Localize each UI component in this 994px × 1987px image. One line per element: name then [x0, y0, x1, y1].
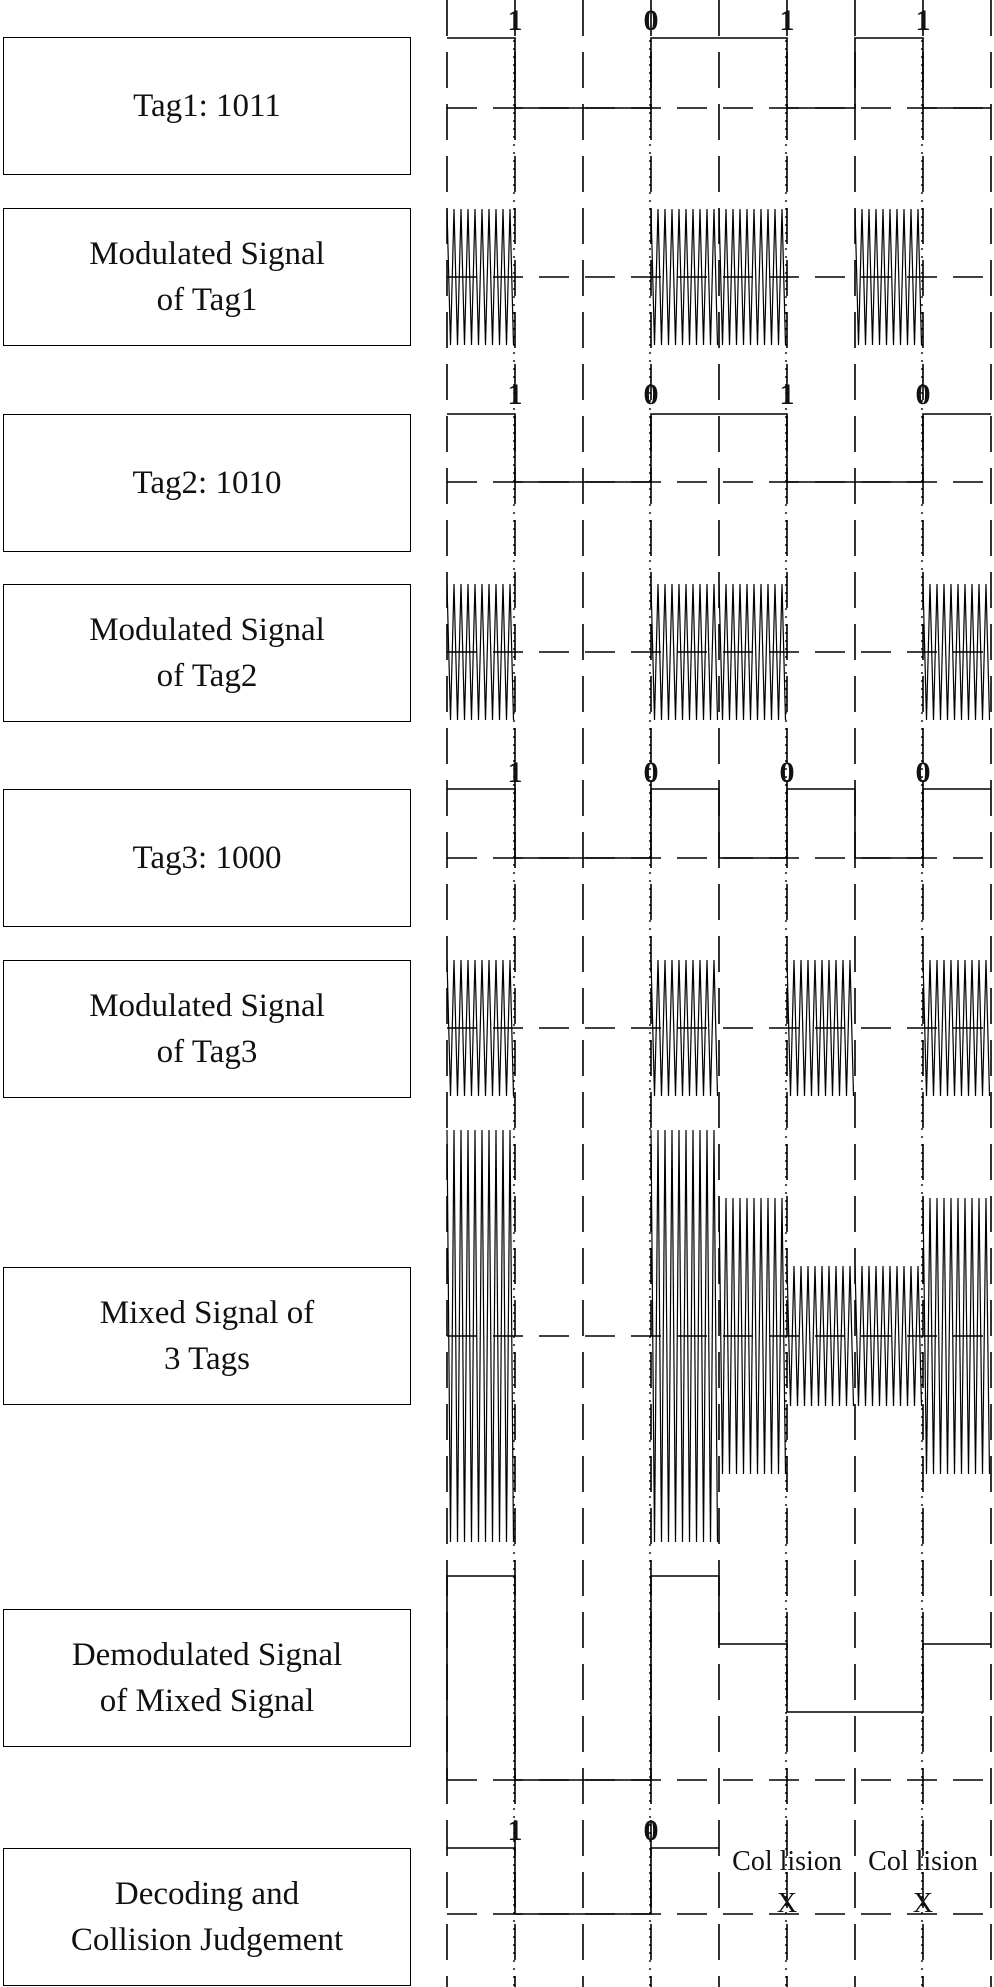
decoded-bit-label-0: 1 [508, 1814, 523, 1847]
label-modulated-tag2: Modulated Signal of Tag2 [89, 612, 325, 694]
collision-mark-0: X [777, 1888, 797, 1919]
bit-label-tag2-1: 0 [644, 378, 659, 411]
bit-label-tag1-0: 1 [508, 4, 523, 37]
carrier-burst-2-0 [446, 959, 515, 1097]
label-box-modulated-tag1: Modulated Signal of Tag1 [3, 208, 411, 346]
label-box-mixed-signal: Mixed Signal of 3 Tags [3, 1267, 411, 1405]
mixed-burst-7 [922, 1197, 991, 1475]
carrier-burst-0-1 [650, 208, 719, 346]
collision-label-1: Col lision [868, 1846, 978, 1877]
label-tag3: Tag3: 1000 [132, 840, 282, 876]
decoded-bit-label-1: 0 [644, 1814, 659, 1847]
mixed-burst-6 [854, 1265, 923, 1407]
bit-label-tag1-2: 1 [780, 4, 795, 37]
bit-label-tag3-3: 0 [916, 756, 931, 789]
carrier-burst-0-3 [854, 208, 923, 346]
label-box-modulated-tag3: Modulated Signal of Tag3 [3, 960, 411, 1098]
label-tag1: Tag1: 1011 [133, 88, 281, 124]
demodulated-wave [446, 1575, 991, 1781]
digital-wave-tag3 [447, 788, 991, 859]
label-box-tag1: Tag1: 1011 [3, 37, 411, 175]
label-box-tag2: Tag2: 1010 [3, 414, 411, 552]
collision-mark-1: X [913, 1888, 933, 1919]
digital-wave-tag1 [447, 37, 991, 109]
mixed-burst-4 [718, 1197, 787, 1475]
bit-label-tag1-1: 0 [644, 4, 659, 37]
label-box-decoding: Decoding and Collision Judgement [3, 1848, 411, 1986]
bit-label-tag2-3: 0 [916, 378, 931, 411]
label-modulated-tag3: Modulated Signal of Tag3 [89, 988, 325, 1070]
bit-label-tag3-1: 0 [644, 756, 659, 789]
carrier-burst-1-1 [650, 583, 719, 721]
carrier-burst-2-1 [650, 959, 719, 1097]
bit-label-tag3-2: 0 [780, 756, 795, 789]
carrier-burst-1-2 [718, 583, 787, 721]
label-box-tag3: Tag3: 1000 [3, 789, 411, 927]
mixed-burst-3 [650, 1129, 719, 1543]
decoded-wave [447, 1847, 719, 1915]
label-modulated-tag1: Modulated Signal of Tag1 [89, 236, 325, 318]
label-decoding: Decoding and Collision Judgement [70, 1876, 344, 1958]
digital-wave-tag2 [447, 413, 991, 483]
bit-label-tag1-3: 1 [916, 4, 931, 37]
bit-label-tag3-0: 1 [508, 756, 523, 789]
label-tag2: Tag2: 1010 [132, 465, 282, 501]
carrier-burst-1-3 [922, 583, 991, 721]
label-box-demodulated-signal: Demodulated Signal of Mixed Signal [3, 1609, 411, 1747]
bit-label-tag2-0: 1 [508, 378, 523, 411]
mixed-burst-0 [446, 1129, 515, 1543]
label-demodulated-signal: Demodulated Signal of Mixed Signal [71, 1637, 343, 1719]
carrier-burst-0-2 [718, 208, 787, 346]
carrier-burst-1-0 [446, 583, 515, 721]
collision-label-0: Col lision [732, 1846, 842, 1877]
carrier-burst-0-0 [446, 208, 515, 346]
carrier-burst-2-3 [922, 959, 991, 1097]
bit-label-tag2-2: 1 [780, 378, 795, 411]
mixed-burst-5 [786, 1265, 855, 1407]
label-box-modulated-tag2: Modulated Signal of Tag2 [3, 584, 411, 722]
label-mixed-signal: Mixed Signal of 3 Tags [99, 1295, 315, 1377]
carrier-burst-2-2 [786, 959, 855, 1097]
